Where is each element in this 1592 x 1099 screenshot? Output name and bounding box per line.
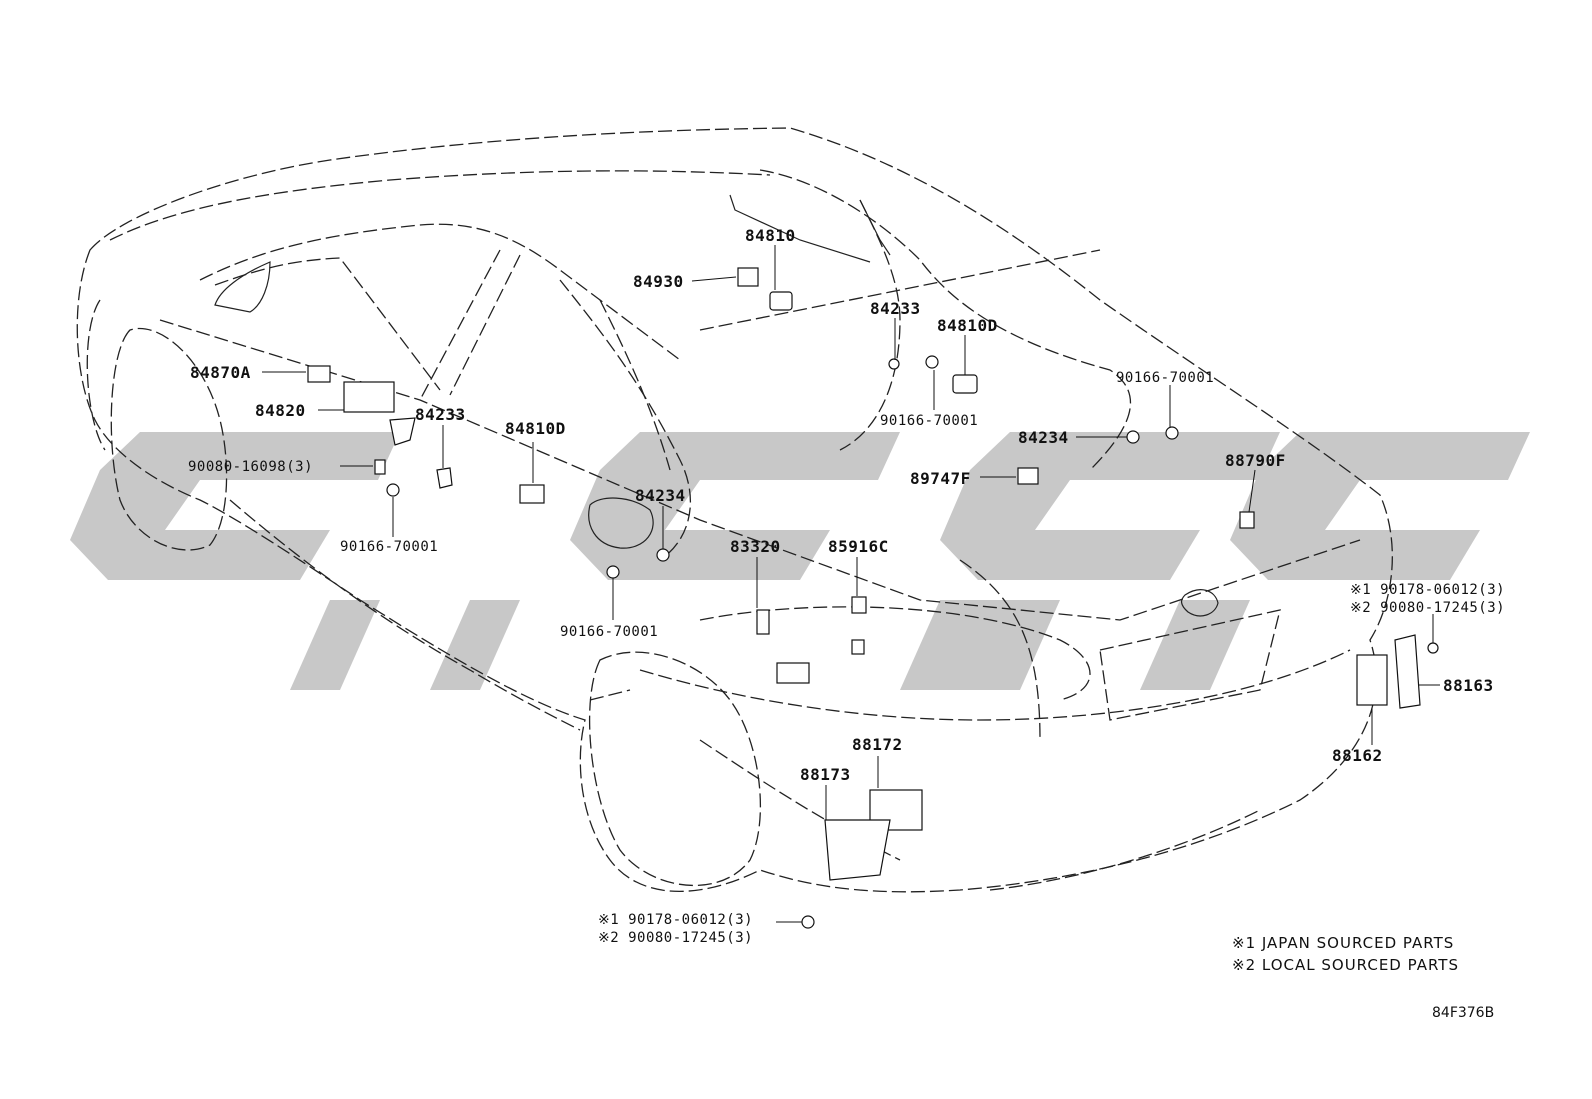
part-88163	[1394, 634, 1421, 709]
part-88173	[824, 819, 891, 881]
part-89747F	[1017, 467, 1039, 485]
label-84820: 84820	[255, 401, 306, 420]
car-solid-details	[214, 194, 1219, 617]
legend: ※1 JAPAN SOURCED PARTS ※2 LOCAL SOURCED …	[1232, 934, 1494, 1021]
label-bottom-japan: ※1 90178-06012(3)	[598, 912, 753, 928]
part-84820-knob	[389, 417, 416, 446]
part-90166-right	[1165, 426, 1179, 440]
label-90166-right: 90166-70001	[1116, 370, 1214, 386]
part-bolt-right	[1427, 642, 1439, 654]
label-88790F: 88790F	[1225, 451, 1286, 470]
part-84810	[769, 291, 793, 311]
part-84810D-top	[952, 374, 978, 394]
label-right-japan: ※1 90178-06012(3)	[1350, 582, 1505, 598]
diagram-code: 84F376B	[1432, 1005, 1494, 1021]
part-85916C	[851, 596, 867, 614]
part-bolt-bottom	[801, 915, 815, 929]
part-84930	[737, 267, 759, 287]
label-84870A: 84870A	[190, 363, 251, 382]
part-84234-right	[1126, 430, 1140, 444]
part-84810D-mid	[519, 484, 545, 504]
label-84810D-mid: 84810D	[505, 419, 566, 438]
label-84234-mid: 84234	[635, 486, 686, 505]
label-bottom-local: ※2 90080-17245(3)	[598, 930, 753, 946]
label-88173: 88173	[800, 765, 851, 784]
part-83320	[756, 609, 770, 635]
part-88162	[1356, 654, 1388, 706]
leader-lines	[262, 245, 1440, 923]
watermark-logo	[70, 432, 1530, 690]
part-84820	[343, 381, 395, 413]
label-90166-top: 90166-70001	[880, 413, 978, 429]
label-84930: 84930	[633, 272, 684, 291]
part-84233-top	[888, 358, 900, 370]
part-90166-top	[925, 355, 939, 369]
label-88172: 88172	[852, 735, 903, 754]
label-84810: 84810	[745, 226, 796, 245]
car-outline	[76, 127, 1393, 893]
label-83320: 83320	[730, 537, 781, 556]
label-90166-left: 90166-70001	[340, 539, 438, 555]
label-84233-left: 84233	[415, 405, 466, 424]
part-labels: 84810 84930 84233 84810D 90166-70001 901…	[188, 226, 1505, 946]
label-right-local: ※2 90080-17245(3)	[1350, 600, 1505, 616]
part-90166-left	[386, 483, 400, 497]
label-85916C: 85916C	[828, 537, 889, 556]
part-90080-16098	[374, 459, 386, 475]
label-84233-top: 84233	[870, 299, 921, 318]
footnote-local: ※2 LOCAL SOURCED PARTS	[1232, 956, 1459, 974]
footnote-japan: ※1 JAPAN SOURCED PARTS	[1232, 934, 1454, 952]
part-83320-sensor	[776, 662, 810, 684]
label-89747F: 89747F	[910, 469, 971, 488]
label-90166-mid: 90166-70001	[560, 624, 658, 640]
label-88163: 88163	[1443, 676, 1494, 695]
label-84234-right: 84234	[1018, 428, 1069, 447]
part-84233-left	[436, 467, 453, 489]
part-84870A	[307, 365, 331, 383]
label-90080-16098: 90080-16098(3)	[188, 459, 313, 475]
part-85916C-2	[851, 639, 865, 655]
part-84234-mid	[656, 548, 670, 562]
parts	[307, 267, 1439, 929]
part-90166-mid	[606, 565, 620, 579]
label-84810D-top: 84810D	[937, 316, 998, 335]
part-88790F	[1239, 511, 1255, 529]
label-88162: 88162	[1332, 746, 1383, 765]
